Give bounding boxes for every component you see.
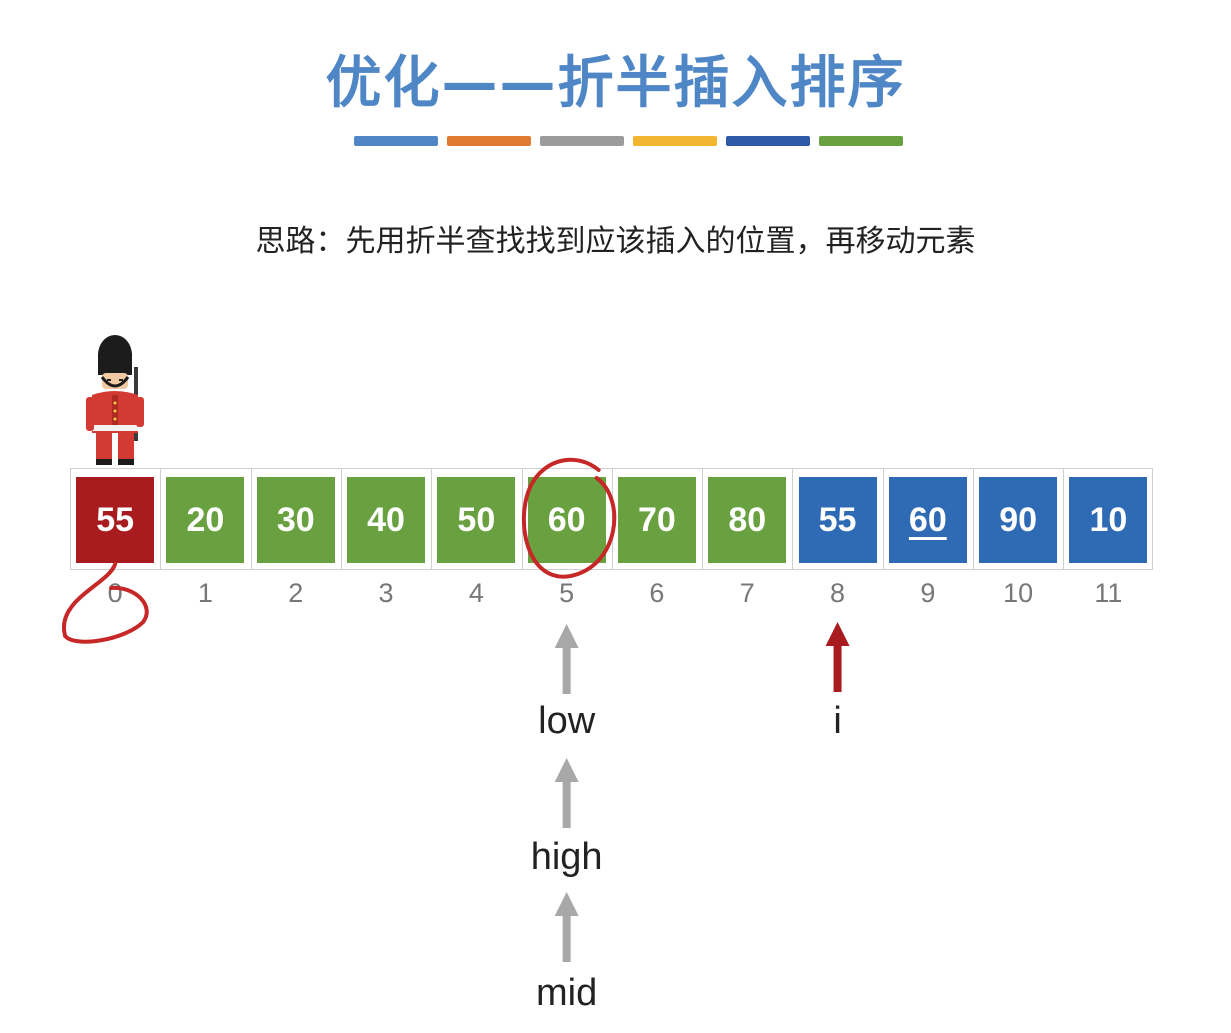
array-index-7: 7 bbox=[739, 578, 755, 608]
array-cell-value: 30 bbox=[276, 500, 315, 539]
array-index-2: 2 bbox=[288, 578, 304, 608]
array-cell-value: 60 bbox=[908, 500, 947, 539]
color-bar-segment bbox=[447, 136, 531, 146]
array-cell-9: 60 bbox=[888, 477, 967, 563]
color-bar-segment bbox=[540, 136, 624, 146]
royal-guard-icon bbox=[86, 335, 144, 465]
array-index-11: 11 bbox=[1094, 578, 1123, 608]
array-index-0: 0 bbox=[107, 578, 123, 608]
cell-divider bbox=[611, 468, 613, 570]
array-cell-4: 50 bbox=[437, 477, 516, 563]
array-index-4: 4 bbox=[468, 578, 484, 608]
array-cell-value: 50 bbox=[457, 500, 496, 539]
array-frame bbox=[70, 468, 1153, 570]
array-cell-11: 10 bbox=[1069, 477, 1148, 563]
array-cell-value: 70 bbox=[638, 500, 676, 539]
array-cell-6: 70 bbox=[617, 477, 696, 563]
cell-divider bbox=[340, 468, 342, 570]
cell-divider bbox=[792, 468, 794, 570]
color-bar-segment bbox=[819, 136, 903, 146]
array-cell-value: 10 bbox=[1089, 500, 1128, 539]
array-cell-1: 20 bbox=[166, 477, 245, 563]
array-cell-value: 90 bbox=[999, 500, 1038, 539]
array-cell-0: 55 bbox=[76, 477, 155, 563]
array-cell-value: 55 bbox=[818, 500, 857, 539]
mid-pointer-arrow bbox=[554, 892, 579, 962]
page-title: 优化——折半插入排序 bbox=[325, 51, 906, 116]
cell-divider bbox=[882, 468, 884, 570]
array-cell-2: 30 bbox=[256, 477, 335, 563]
idea-subtitle: 思路：先用折半查找找到应该插入的位置，再移动元素 bbox=[255, 224, 976, 259]
color-bar-segment bbox=[354, 136, 438, 146]
array-cell-value: 20 bbox=[186, 500, 225, 539]
array-index-10: 10 bbox=[1003, 578, 1034, 608]
cell-divider bbox=[973, 468, 974, 570]
sentinel-loop-annotation bbox=[61, 562, 149, 644]
low-pointer-arrow bbox=[554, 624, 579, 694]
array-cell-value: 40 bbox=[367, 500, 405, 539]
array-index-9: 9 bbox=[920, 578, 936, 608]
array-cell-7: 80 bbox=[708, 477, 787, 563]
array-cell-10: 90 bbox=[979, 477, 1058, 563]
array-cell-value: 80 bbox=[728, 500, 767, 539]
highlight-circle-annotation bbox=[521, 457, 617, 579]
array-cell-5: 60 bbox=[527, 477, 606, 563]
high-pointer-label: high bbox=[530, 836, 603, 878]
array-index-5: 5 bbox=[559, 578, 575, 608]
array-index-1: 1 bbox=[197, 578, 213, 608]
i-pointer-arrow bbox=[825, 622, 850, 692]
i-pointer-label: i bbox=[833, 700, 842, 742]
array-index-8: 8 bbox=[830, 578, 846, 608]
array-cell-3: 40 bbox=[347, 477, 426, 563]
color-bar-segment bbox=[726, 136, 810, 146]
color-bar-segment bbox=[633, 136, 717, 146]
cell-divider bbox=[1063, 468, 1065, 570]
low-pointer-label: low bbox=[538, 700, 596, 742]
cell-divider bbox=[250, 468, 252, 570]
array-cell-value: 55 bbox=[96, 500, 135, 539]
high-pointer-arrow bbox=[554, 758, 579, 828]
cell-divider bbox=[702, 468, 704, 570]
array-cell-8: 55 bbox=[798, 477, 877, 563]
cell-divider bbox=[431, 468, 433, 570]
cell-divider bbox=[160, 468, 162, 570]
array-cell-value: 60 bbox=[547, 500, 586, 539]
mid-pointer-label: mid bbox=[536, 972, 598, 1014]
array-index-3: 3 bbox=[378, 578, 394, 608]
array-index-6: 6 bbox=[649, 578, 665, 608]
